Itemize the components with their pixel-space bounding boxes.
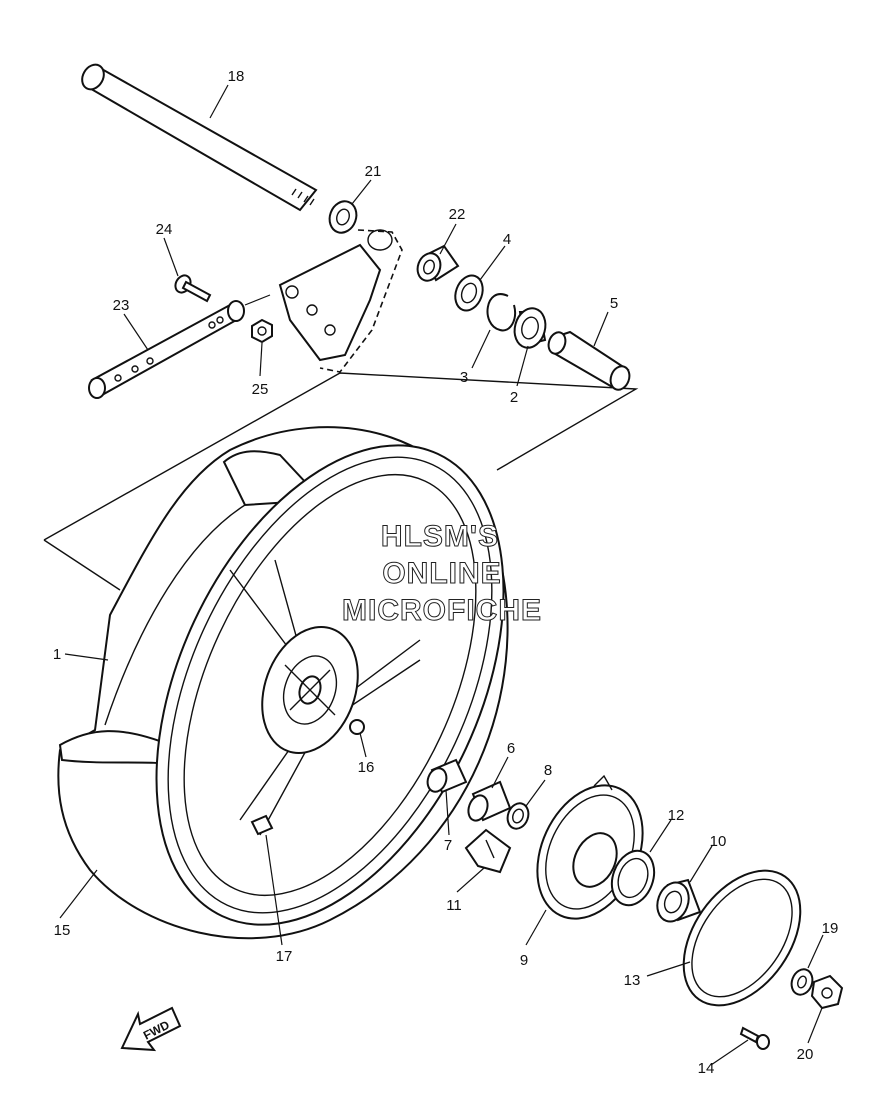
axle-part (81, 63, 318, 212)
callout-3: 3 (460, 369, 468, 386)
oil-seal-8-part (506, 802, 530, 830)
callout-10: 10 (710, 833, 727, 850)
watermark-line-2: ONLINE (382, 557, 501, 590)
callout-6: 6 (507, 740, 515, 757)
reference-plane-lines (43, 372, 639, 591)
callout-12: 12 (668, 807, 685, 824)
callout-9: 9 (520, 952, 528, 969)
torque-rod-part (88, 294, 271, 399)
spacer-7-part (426, 758, 468, 794)
callout-4: 4 (503, 231, 511, 248)
callout-15: 15 (54, 922, 71, 939)
callout-1: 1 (53, 646, 61, 663)
callout-23: 23 (113, 297, 130, 314)
callout-22: 22 (449, 206, 466, 223)
callout-13: 13 (624, 972, 641, 989)
bolt-24-part (174, 274, 212, 303)
callout-7: 7 (444, 837, 452, 854)
callout-16: 16 (358, 759, 375, 776)
callout-8: 8 (544, 762, 552, 779)
valve-part (250, 719, 365, 836)
leader-lines (59, 84, 824, 1066)
callout-25: 25 (252, 381, 269, 398)
callout-20: 20 (797, 1046, 814, 1063)
callout-18: 18 (228, 68, 245, 85)
nut-25-part (251, 318, 273, 344)
callout-5: 5 (610, 295, 618, 312)
callout-11: 11 (446, 897, 462, 914)
watermark: HLSM'S ONLINE MICROFICHE (342, 520, 542, 628)
circlip-part (486, 293, 516, 332)
damper-part (464, 828, 512, 874)
callout-24: 24 (156, 221, 173, 238)
brake-bracket-part (278, 229, 403, 373)
oil-seal-part (454, 274, 484, 312)
callout-21: 21 (365, 163, 382, 180)
callout-labels: 18 21 22 4 5 24 23 3 2 25 1 6 8 16 7 12 … (53, 68, 839, 1077)
callout-19: 19 (822, 920, 839, 937)
bearing-10-part (656, 878, 702, 923)
cast-wheel-part (155, 444, 505, 926)
collar-washer-part (328, 200, 358, 234)
callout-17: 17 (276, 948, 293, 965)
screw-14-part (739, 1026, 770, 1050)
collar-22-part (416, 244, 460, 282)
bearing-2-part (513, 307, 547, 349)
cover-plate-part (682, 869, 802, 1007)
nut-20-part (810, 974, 844, 1010)
needle-bearing-part (467, 780, 512, 822)
watermark-line-1: HLSM'S (381, 520, 499, 553)
washer-19-part (790, 968, 814, 996)
spacer-5-part (547, 330, 631, 391)
watermark-line-3: MICROFICHE (342, 594, 542, 627)
callout-14: 14 (698, 1060, 715, 1077)
forward-direction-arrow: FWD (120, 1006, 182, 1052)
oil-seal-12-part (610, 849, 656, 907)
callout-2: 2 (510, 389, 518, 406)
